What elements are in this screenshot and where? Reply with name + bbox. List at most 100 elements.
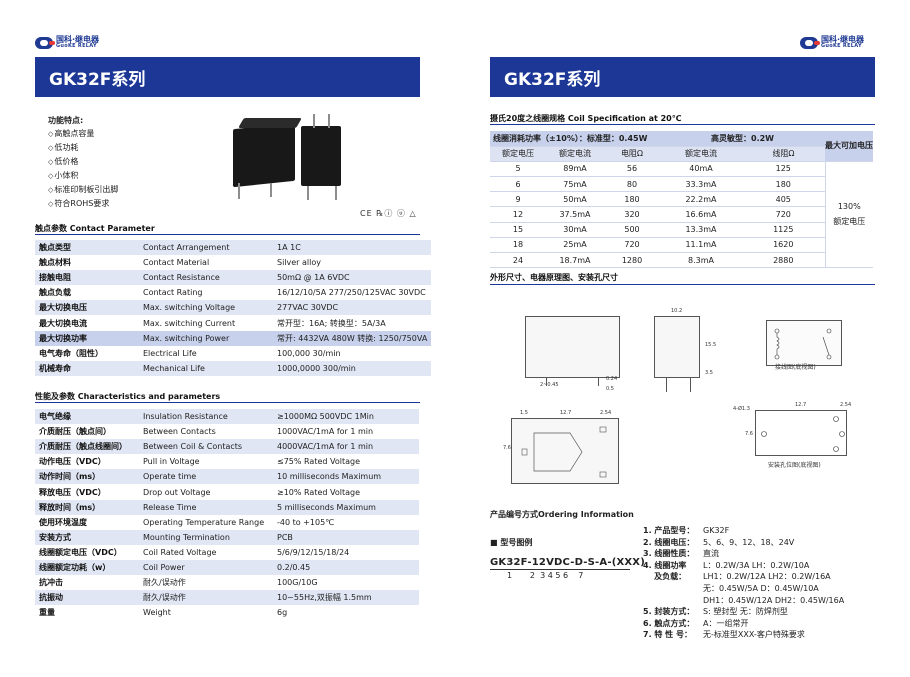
model-legend-label: ■ 型号图例 [490,538,533,547]
mounting-hole-icon [761,416,845,452]
table-cell: 15 [490,222,546,238]
param-key: 重量 [39,608,55,618]
param-value: 1A 1C [273,240,432,256]
ordering-info-list: 1. 产品型号：GK32F 2. 线圈电压：5、6、9、12、18、24V 3.… [643,525,844,641]
table-cell: 6 [490,176,546,193]
dim-label: 7.6 [503,445,511,451]
section-divider [35,234,420,235]
table-cell: 720 [742,206,825,223]
model-underline [490,569,630,570]
feature-item: 低功耗 [48,141,118,155]
feature-list: 功能特点: 高触点容量 低功耗 低价格 小体积 标准印制板引出脚 符合ROHS要… [48,114,118,211]
brand-name-cn: 国科·继电器 [56,35,100,44]
coil-section-title: 摄氏20度之线圈规格 Coil Specification at 20℃ [490,114,682,123]
table-cell: 180 [742,176,825,193]
section-divider [490,284,875,285]
model-code: GK32F-12VDC-D-S-A-(XXX) [490,557,645,568]
table-cell: 320 [604,206,660,223]
table-cell: 2880 [742,252,825,269]
table-cell: 11.1mA [660,237,742,254]
list-item: 无：0.45W/5A D：0.45W/10A [703,583,819,593]
column-header: 线阻Ω [742,146,825,162]
param-key: 线圈额定功耗（w） [35,559,139,576]
table-cell: 8.3mA [660,252,742,269]
table-header-row: 线圈消耗功率（±10%）：标准型：0.45W 高灵敏型：0.2W 最大可加电压 [490,131,873,162]
coil-spec-table: 线圈消耗功率（±10%）：标准型：0.45W 高灵敏型：0.2W 最大可加电压 … [490,131,873,269]
param-en: Coil Rated Voltage [143,547,217,557]
max-voltage-value: 130% [837,202,861,212]
param-key: 机械寿命 [35,360,139,376]
param-en: Pull in Voltage [143,457,200,467]
param-value: 50mΩ @ 1A 6VDC [273,270,432,286]
brand-logo: 国科·继电器 GuoKE RELAY [35,36,99,49]
wiring-diagram-label: 接线图(底视图) [775,364,816,371]
features-title: 功能特点: [48,116,84,125]
contact-section-title: 触点参数 Contact Parameter [35,224,155,233]
table-cell: 22.2mA [660,191,742,208]
param-value: 10~55Hz,双振幅 1.5mm [273,590,419,606]
dimension-section-title: 外形尺寸、电器原理图、安装孔尺寸 [490,273,618,282]
wiring-diagram [766,320,842,366]
table-cell: 405 [742,191,825,208]
list-item: 1. 产品型号：GK32F [643,526,730,535]
table-cell: 5 [490,161,546,178]
param-value: 0.2/0.45 [273,559,419,576]
table-cell: 37.5mA [546,206,604,223]
param-value: PCB [273,529,419,545]
param-en: Max. switching Current [143,318,236,328]
param-key: 释放时间（ms） [35,499,139,515]
param-value: 5 milliseconds Maximum [273,499,419,515]
param-key: 抗冲击 [39,578,63,588]
list-item: 3. 线圈性质：直流 [643,549,719,559]
dim-label: 2~0.45 [540,382,559,388]
table-cell: 50mA [546,191,604,208]
table-cell: 125 [742,161,825,178]
param-value: 常开型：16A; 转换型：5A/3A [277,318,386,328]
page-title: GK32F系列 [35,57,420,97]
table-row: 释放电压（VDC）Drop out Voltage≥10% Rated Volt… [35,484,419,499]
param-key: 介质耐压（触点线圈间） [35,439,139,455]
param-key: 最大切换功率 [35,330,139,346]
param-en: 耐久/误动作 [139,590,273,606]
table-cell: 56 [604,161,660,178]
table-cell: 33.3mA [660,176,742,193]
param-value: 16/12/10/5A 277/250/125VAC 30VDC [277,288,426,298]
dim-label: 3.5 [705,370,713,376]
param-en: 耐久/误动作 [143,578,186,588]
param-en: Between Coil & Contacts [139,439,273,455]
table-cell: 12 [490,206,546,223]
param-value: 1000VAC/1mA for 1 min [277,427,374,437]
feature-item: 低价格 [48,155,118,169]
column-header: 电阻Ω [604,146,660,162]
param-en: Drop out Voltage [143,487,211,497]
left-page: 国科·继电器 GuoKE RELAY GK32F系列 功能特点: 高触点容量 低… [0,0,455,677]
param-en: Electrical Life [143,348,197,358]
param-en: Contact Rating [143,288,203,298]
param-value: 5/6/9/12/15/18/24 [277,547,350,557]
table-cell: 16.6mA [660,206,742,223]
feature-item: 符合ROHS要求 [48,197,118,211]
param-key: 最大切换电流 [39,318,87,328]
param-value: -40 to +105℃ [277,517,335,527]
brand-name-en: GuoKE RELAY [821,43,862,49]
param-value: 常开: 4432VA 480W 转换: 1250/750VA [273,330,432,346]
param-en: Contact Arrangement [139,240,273,256]
mounting-hole-drawing [755,410,847,456]
brand-logo-icon [35,36,55,49]
table-cell: 720 [604,237,660,254]
param-value: 100,000 30/min [277,348,341,358]
param-en: Contact Resistance [139,270,273,286]
